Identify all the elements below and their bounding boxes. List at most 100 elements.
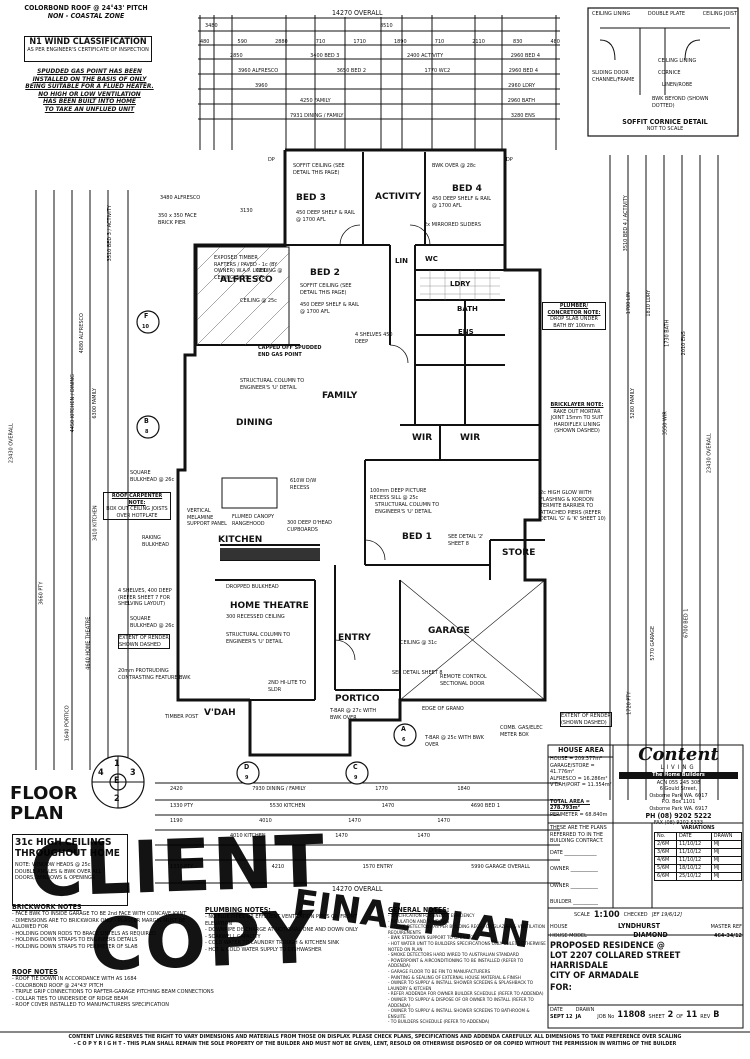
note-soffit-ceiling: SOFFIT CEILING (SEE DETAIL THIS PAGE) [293,163,345,176]
room-bed3: BED 3 [296,193,326,203]
note-raking-bulkhead: RAKING BULKHEAD [142,535,170,548]
note-protruding: 20mm PROTRUDING CONTRASTING FEATURE BWK [118,668,191,681]
area-line: GARAGE/STORE = 41.776m² [550,762,595,776]
callout-c-number: 9 [354,775,358,781]
note-mirrored: 2x MIRRORED SLIDERS [424,222,481,228]
company-acn: ACN 055 245 308 [656,779,701,786]
table-cell: 25/10/12 [675,871,712,881]
dim-value: 2960 LDRY [508,83,535,89]
company-phone: PH (08) 9202 5222 [645,812,712,820]
owner-row: OWNER ___________ [550,866,598,872]
dim-value: 1770 [375,786,388,792]
room-ldry: LDRY [450,280,471,288]
note-flumed-canopy: FLUMED CANOPY RANGEHOOD [232,514,275,527]
wind-classification-box: N1 WIND CLASSIFICATION AS PER ENGINEER'S… [24,36,152,62]
room-bed4: BED 4 [452,184,482,194]
floor-plan-title-line2: PLAN [10,803,64,824]
brickwork-item: - HOLDING DOWN RODS TO BRACE LINTELS AS … [12,930,156,937]
disclaimer-line: REFERRED TO IN THE [550,831,604,838]
dim-value: 1470 [437,818,450,824]
wind-sub: AS PER ENGINEER'S CERTIFICATE OF INSPECT… [27,47,149,53]
ceilings-box: 31c HIGH CEILINGS THROUGHOUT HOME NOTE: … [12,834,128,906]
dim-value: 1840 [457,786,470,792]
note-shelf-rail: 450 DEEP SHELF & RAIL @ 1700 AFL [300,302,360,315]
dim-value: 480 [200,39,210,45]
room-store: STORE [502,548,536,558]
note-structural-column: STRUCTURAL COLUMN TO ENGINEER'S 'U' DETA… [226,632,291,645]
callout-f-number: 10 [142,324,149,330]
dim-right: 2010 ENS [680,331,687,356]
builder-label: BUILDER [550,899,572,905]
area-total: TOTAL AREA = 278.793m² [550,798,590,812]
room-garage: GARAGE [428,626,470,636]
gas-note-line: HAS BEEN BUILT INTO HOME [43,97,136,106]
dim-value: 2850 [230,53,243,59]
soffit-label: CEILING LINING [592,11,631,17]
general-item: - TO BUILDERS SCHEDULE (REFER TO ADDENDA… [388,1020,490,1026]
soffit-label: DOUBLE PLATE [647,11,686,17]
owner-block: THESE ARE THE PLANS REFERRED TO IN THE B… [550,825,650,906]
note-t-bar: T-BAR @ 27c WITH BWK OVER [330,708,377,721]
sheet-label: SHEET [648,1013,665,1020]
dim-value: 1470 [381,803,395,809]
rev-value: B [713,1010,720,1020]
room-activity: ACTIVITY [375,192,422,202]
table-header: DATE [675,831,712,841]
note-see-detail-2: SEE DETAIL '2' SHEET 8 [448,534,484,547]
plumbing-notes: PLUMBING NOTES: - NO FLUE PIPES OR EFFLU… [205,906,385,953]
house-name: LYNDHURST [618,922,661,930]
callout-a-number: 6 [402,737,406,743]
brickwork-item: - FACE BWK TO INSIDE GARAGE TO BE 2nd FA… [12,911,187,917]
note-dp: DP [506,157,513,163]
company-block: Content LIVING The Home Builders ACN 055… [615,746,742,827]
company-logo: Content [638,744,719,765]
compass-1: 1 [114,759,120,769]
variations-title: VARIATIONS [681,825,715,831]
callout-c-letter: C [353,763,358,771]
roof-notes-title: ROOF NOTES [12,968,58,976]
house-label: HOUSE [550,924,568,930]
dim-value: 4010 KITCHEN [230,833,266,839]
dim-value: 3960 ALFRESCO [238,68,279,74]
compass-4: 4 [98,768,104,778]
dim-right: 1700 LIN [625,292,632,315]
soffit-label: CEILING LINING [658,58,697,64]
note-edge-grano: EDGE OF GRANO [422,706,464,712]
plumbing-title: PLUMBING NOTES: [205,906,271,914]
note-extent-render: EXTENT OF RENDER SHOWN DASHED [118,634,170,649]
general-item: - OWNER TO SUPPLY & DISPOSE OF OR OWNER … [388,997,534,1009]
table-cell: MJ [710,855,743,865]
roof-note-item: - ROOF COVER INSTALLED TO MANUFACTURERS … [12,1002,169,1008]
room-family: FAMILY [322,391,358,401]
roof-note-item: - COLLAR TIES TO UNDERSIDE OF RIDGE BEAM [12,995,129,1002]
note-alfresco-ceiling: CEILING @ 25c [240,298,277,304]
dim-value: 830 [512,39,523,45]
drawn-col-value: JA [575,1013,582,1020]
note-extent-render-2: EXTENT OF RENDER (SHOWN DASHED) [560,712,612,727]
owner-row: OWNER ___________ [550,882,598,889]
room-alfresco: ALFRESCO [220,275,273,285]
ceilings-line1: 31c HIGH CEILINGS [15,837,112,848]
sheet-number: 2 [667,1010,674,1020]
roof-note-item: - COLORBOND ROOF @ 24°43' PITCH [12,982,104,989]
note-shelves: 4 SHELVES, 400 DEEP (REFER SHEET 7 FOR S… [118,588,172,607]
table-cell: 5/6M [654,863,677,873]
plumber-note-title: PLUMBER/ CONCRETOR NOTE: [547,303,601,316]
table-header: DRAWN [710,831,743,841]
roof-pitch: COLORBOND ROOF @ 24°43' PITCH NON - COAS… [22,4,150,20]
dim-left: 3510 BED 3 / ACTIVITY [106,205,113,262]
dim-value: 8510 [380,23,393,29]
gas-note-line: SPUDDED GAS POINT HAS BEEN [37,67,142,75]
dim-right: 1730 BATH [664,319,671,347]
dim-value: 3280 ENS [510,113,535,119]
note-soffit-ceiling: SOFFIT CEILING (SEE DETAIL THIS PAGE) [300,283,352,296]
soffit-title-block: SOFFIT CORNICE DETAIL NOT TO SCALE [600,118,730,133]
dim-value: 590 [237,39,247,45]
builder-row: BUILDER __________ [550,899,598,905]
dim-right: 1720 PTY [626,691,633,715]
